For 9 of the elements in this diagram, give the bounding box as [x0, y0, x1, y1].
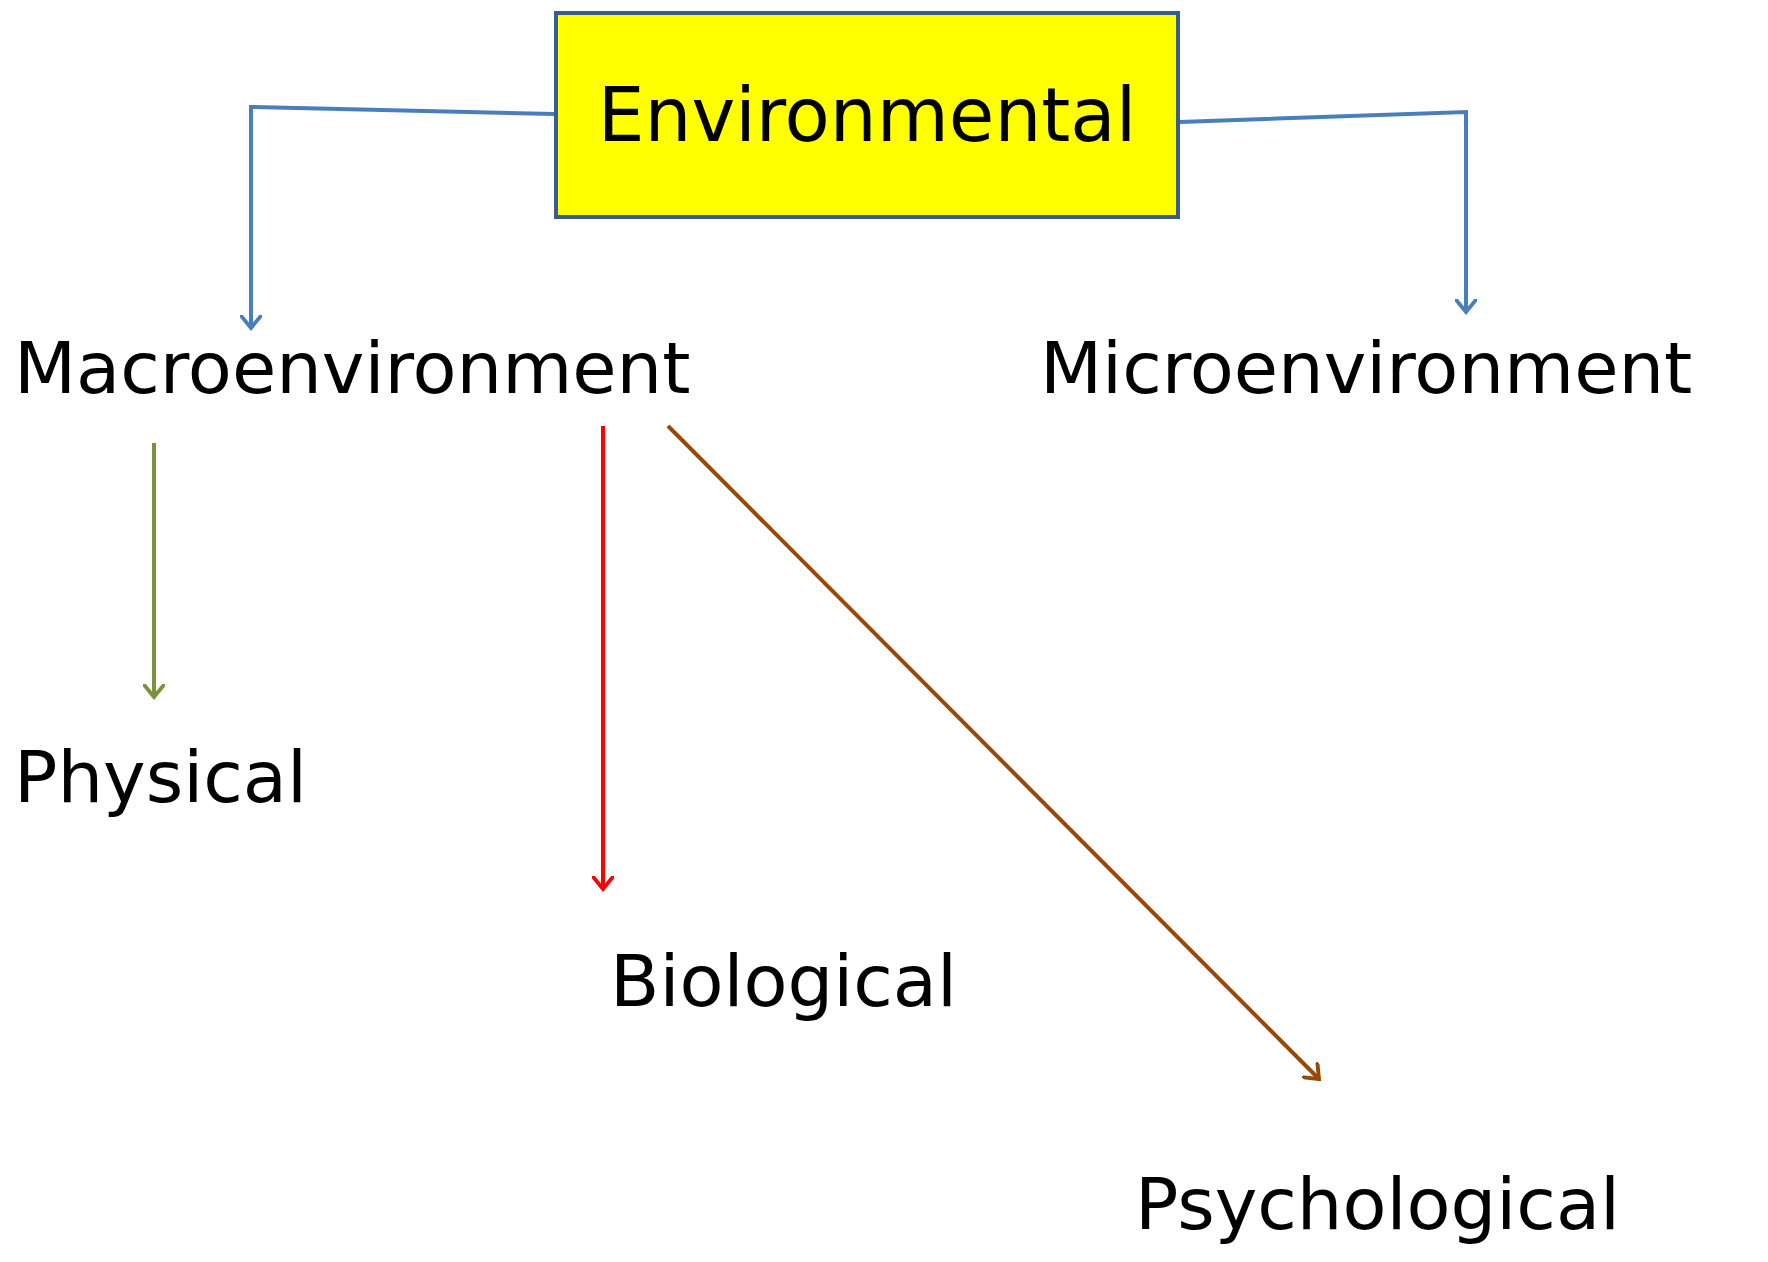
category-label: Environmental — [597, 78, 1137, 152]
arrow — [239, 104, 555, 330]
category-label: Microenvironment — [1040, 332, 1694, 404]
arrow — [591, 426, 615, 891]
category-box — [554, 11, 1180, 219]
arrow — [142, 443, 166, 699]
arrow — [666, 424, 1321, 1081]
category-label: Macroenvironment — [14, 332, 692, 404]
arrow — [1179, 109, 1478, 314]
